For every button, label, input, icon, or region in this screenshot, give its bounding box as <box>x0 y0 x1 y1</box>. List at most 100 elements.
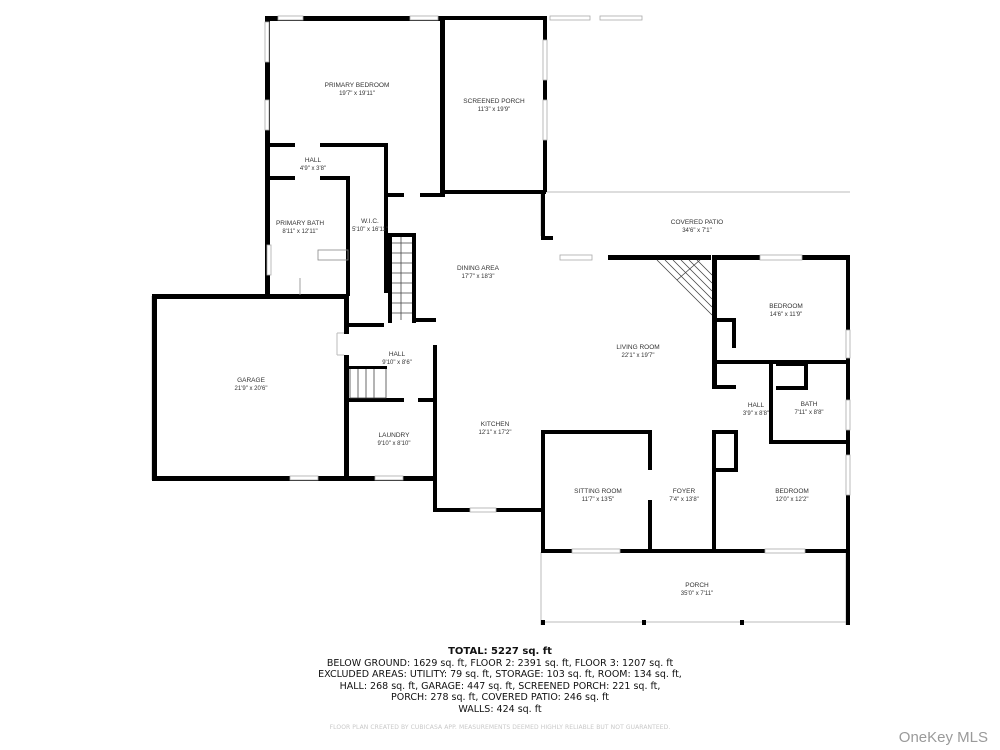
window <box>571 548 621 554</box>
room-name: DINING AREA <box>457 265 499 272</box>
room-dimensions: 21'9" x 20'6" <box>234 386 268 392</box>
wall-segment <box>420 193 445 197</box>
wall-segment <box>384 143 388 293</box>
area-summary: TOTAL: 5227 sq. ft BELOW GROUND: 1629 sq… <box>0 646 1000 716</box>
wall-segment <box>846 620 850 625</box>
room-dimensions: 3'9" x 8'8" <box>742 411 770 417</box>
room-dimensions: 17'7" x 18'3" <box>461 274 495 280</box>
window <box>549 15 591 21</box>
room-label-porch: PORCH 35'0" x 7'11" <box>681 582 713 598</box>
wall-segment <box>541 430 545 552</box>
window <box>542 99 548 141</box>
room-label-wic: W.I.C. 5'10" x 16'11" <box>352 218 388 234</box>
wall-segment <box>648 500 652 552</box>
room-name: KITCHEN <box>480 421 510 428</box>
room-label-foyer: FOYER 7'4" x 13'8" <box>669 488 699 504</box>
room-name: LIVING ROOM <box>616 344 660 351</box>
room-dimensions: 35'0" x 7'11" <box>680 591 714 597</box>
window <box>845 399 851 431</box>
room-dimensions: 5'10" x 16'11" <box>352 227 388 233</box>
wall-segment <box>384 193 404 197</box>
room-label-living-room: LIVING ROOM 22'1" x 19'7" <box>616 344 659 360</box>
wall-segment <box>776 386 806 390</box>
wall-segment <box>541 430 651 434</box>
room-dimensions: 11'7" x 13'5" <box>581 497 615 503</box>
room-dimensions: 8'11" x 12'11" <box>282 229 318 235</box>
wall-segment <box>344 294 349 334</box>
window <box>764 548 806 554</box>
room-dimensions: 7'11" x 8'8" <box>794 410 824 416</box>
room-dimensions: 9'10" x 8'10" <box>377 441 411 447</box>
room-label-kitchen: KITCHEN 12'1" x 17'2" <box>479 421 512 437</box>
room-name: HALL <box>747 402 765 409</box>
windows <box>264 15 851 554</box>
wall-segment <box>776 362 806 366</box>
wall-segment <box>265 176 295 180</box>
window <box>409 15 439 21</box>
wall-segment <box>388 233 392 323</box>
wall-segment <box>648 430 652 470</box>
wall-segment <box>769 440 850 444</box>
window <box>289 475 319 481</box>
room-name: HALL <box>304 157 322 164</box>
window <box>374 475 404 481</box>
window <box>264 99 270 131</box>
room-dimensions: 22'1" x 19'7" <box>621 353 655 359</box>
room-dimensions: 4'9" x 3'8" <box>299 166 327 172</box>
staircase-hall <box>349 366 387 399</box>
wall-segment <box>433 345 437 510</box>
room-name: PORCH <box>685 582 709 589</box>
wall-segment <box>804 362 808 390</box>
room-label-primary-bath: PRIMARY BATH 8'11" x 12'11" <box>276 220 324 236</box>
window <box>599 15 643 21</box>
wall-segment <box>418 398 436 402</box>
wall-segment <box>608 255 711 260</box>
wall-segment <box>712 430 716 550</box>
wall-segment <box>265 143 295 147</box>
wall-segment <box>642 620 646 625</box>
room-dimensions: 9'10" x 8'6" <box>382 360 412 366</box>
room-label-hall-right: HALL 3'9" x 8'8" <box>743 402 769 418</box>
wall-segment <box>541 236 553 240</box>
wall-segment <box>320 176 350 180</box>
wall-segment <box>412 318 436 322</box>
room-name: COVERED PATIO <box>670 219 724 226</box>
room-dimensions: 12'1" x 17'2" <box>478 430 512 436</box>
wall-segment <box>440 190 546 194</box>
wall-segment <box>541 549 846 553</box>
room-name: BATH <box>800 401 818 408</box>
wall-segment <box>265 16 445 21</box>
room-name: BEDROOM <box>775 488 809 495</box>
window <box>264 21 270 63</box>
room-dimensions: 7'4" x 13'8" <box>669 497 699 503</box>
room-name: FOYER <box>672 488 696 495</box>
staircase-living <box>656 259 713 316</box>
wall-segment <box>152 294 348 299</box>
wall-segment <box>541 192 545 238</box>
room-name: SCREENED PORCH <box>463 98 525 105</box>
wall-segment <box>712 468 738 472</box>
bath-vanity <box>299 249 349 295</box>
summary-line-excluded-1: EXCLUDED AREAS: UTILITY: 79 sq. ft, STOR… <box>318 669 682 681</box>
wall-segment <box>152 294 157 480</box>
wall-segment <box>541 620 545 625</box>
room-name: PRIMARY BATH <box>275 220 325 227</box>
summary-line-walls: WALLS: 424 sq. ft <box>458 703 542 715</box>
window <box>469 507 497 513</box>
total-area: TOTAL: 5227 sq. ft <box>448 646 552 657</box>
room-dimensions: 14'6" x 11'9" <box>769 312 803 318</box>
window <box>845 329 851 359</box>
window <box>845 454 851 496</box>
wall-segment <box>265 16 270 296</box>
room-label-bath: BATH 7'11" x 8'8" <box>794 401 823 417</box>
wall-segment <box>769 360 773 442</box>
room-dimensions: 34'6" x 7'1" <box>682 228 712 234</box>
floor-plan <box>151 15 851 625</box>
room-name: W.I.C. <box>361 218 379 225</box>
